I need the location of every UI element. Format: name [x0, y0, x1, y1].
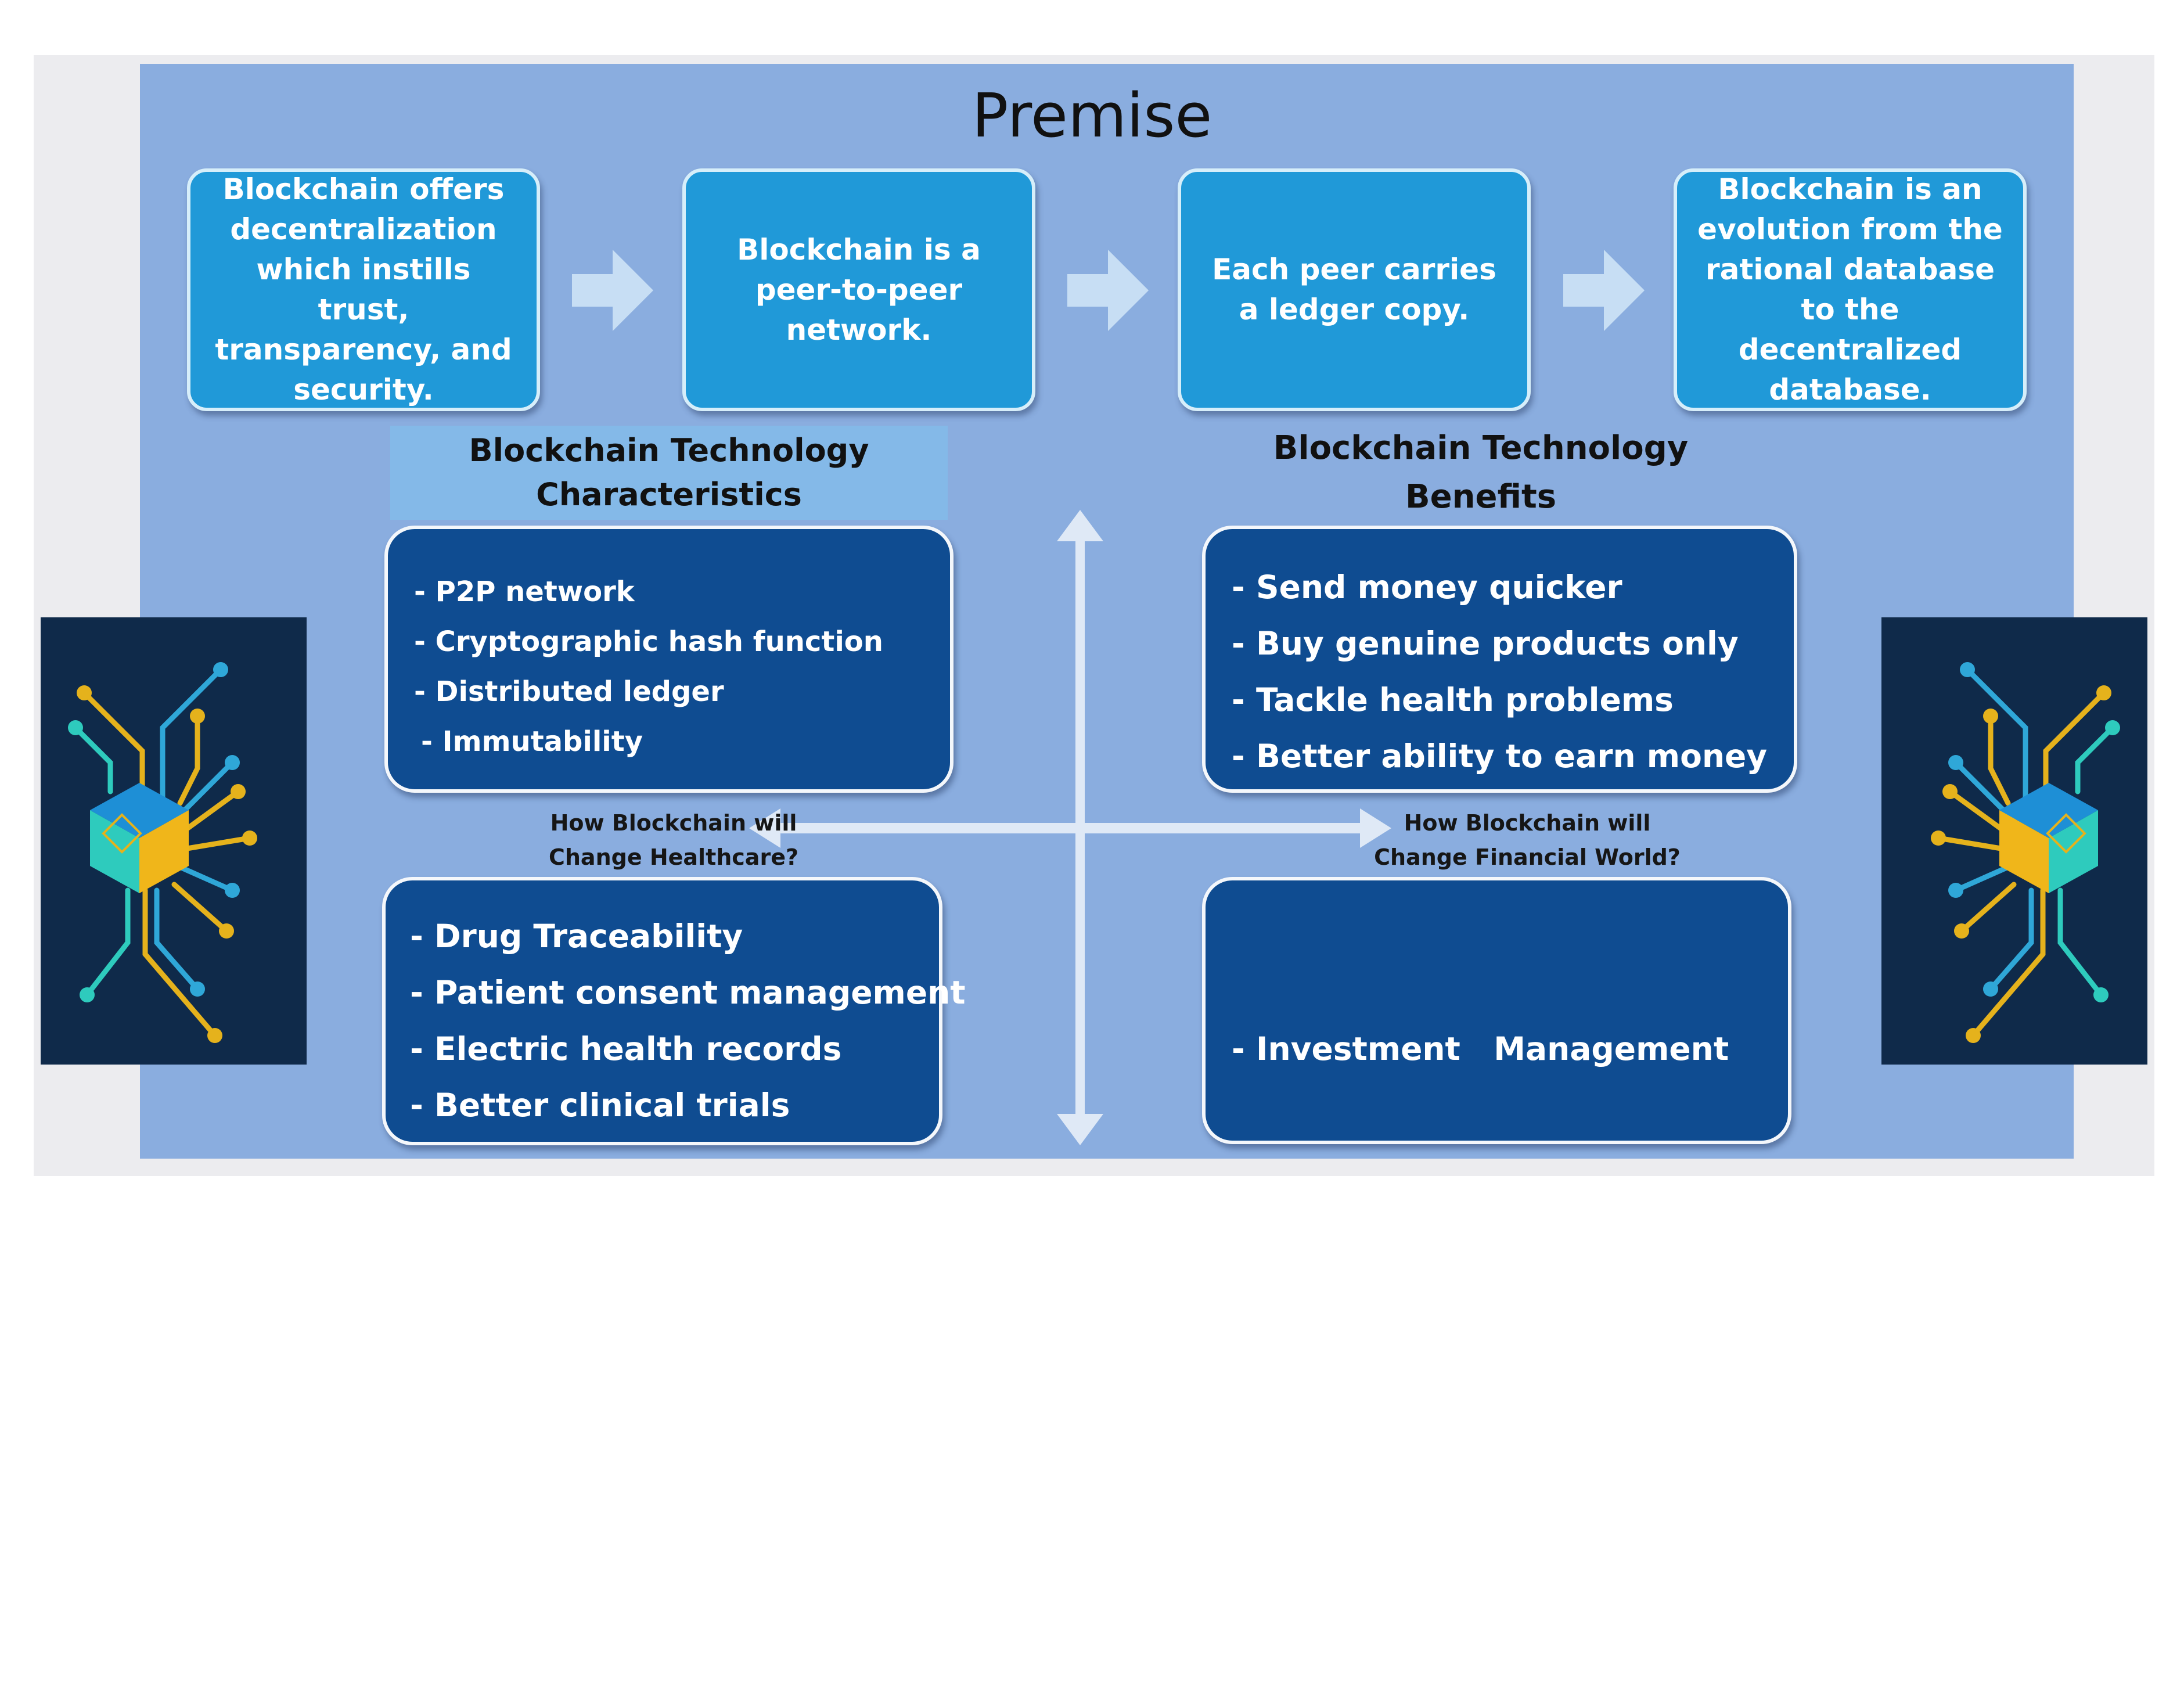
premise-box-evolution: Blockchain is an evolution from the rati…: [1674, 168, 2027, 411]
list-item: - Drug Traceability: [410, 918, 743, 955]
list-item: - Cryptographic hash function: [414, 625, 883, 658]
list-item: - Better clinical trials: [410, 1087, 790, 1124]
list-item: - Patient consent management: [410, 974, 966, 1011]
premise-box-decentralization: Blockchain offers decentralization which…: [187, 168, 540, 411]
list-item: - Banking and Iending: [1232, 1537, 1628, 1574]
list-item: - Distributed ledger: [414, 675, 724, 708]
right-arrow-icon: [1067, 250, 1149, 331]
financial-label: How Blockchain will Change Financial Wor…: [1324, 806, 1730, 875]
list-item: - Better ability to earn money: [1232, 738, 1768, 775]
list-item: - Insurance: [1232, 1199, 1433, 1236]
characteristics-heading-line1: Blockchain Technology: [469, 432, 869, 469]
financial-label-line1: How Blockchain will: [1404, 810, 1651, 836]
blockchain-circuit-cube-icon: [1881, 617, 2147, 1065]
premise-box-peer-network: Blockchain is a peer-to-peer network.: [682, 168, 1035, 411]
characteristics-heading: Blockchain Technology Characteristics: [390, 429, 948, 516]
benefits-heading-line2: Benefits: [1405, 478, 1557, 516]
financial-label-line2: Change Financial World?: [1374, 844, 1681, 870]
characteristics-heading-line2: Characteristics: [536, 476, 802, 513]
healthcare-box: - Drug Traceability - Patient consent ma…: [382, 877, 966, 1145]
list-item: - Send money quicker: [1232, 569, 1622, 606]
list-item: - Immutability: [421, 725, 643, 758]
list-item: - Buy genuine products only: [1232, 625, 1739, 662]
page-title: Premise: [972, 80, 1212, 151]
right-arrow-icon: [572, 250, 653, 331]
healthcare-label-line2: Change Healthcare?: [548, 844, 799, 870]
benefits-heading-line1: Blockchain Technology: [1273, 429, 1689, 467]
healthcare-label: How Blockchain will Change Healthcare?: [494, 806, 854, 875]
list-item: - P2P network: [414, 576, 635, 608]
list-item: - Trade Finance: [1232, 1368, 1508, 1405]
financial-box: - Investment Management - Insurance - Tr…: [1202, 877, 1791, 1574]
blockchain-circuit-cube-icon: [41, 617, 307, 1065]
list-item: - Investment Management: [1232, 1030, 1729, 1067]
list-item: - Electric health records: [410, 1030, 842, 1067]
list-item: - Tackle health problems: [1232, 681, 1674, 718]
quadrant-axes: [749, 510, 1391, 1145]
healthcare-label-line1: How Blockchain will: [550, 810, 797, 836]
benefits-heading: Blockchain Technology Benefits: [1231, 424, 1730, 522]
premise-box-ledger-copy: Each peer carries a ledger copy.: [1178, 168, 1531, 411]
right-arrow-icon: [1563, 250, 1645, 331]
characteristics-heading-bg: [390, 426, 948, 520]
benefits-box: - Send money quicker - Buy genuine produ…: [1202, 526, 1797, 793]
characteristics-box: - P2P network - Cryptographic hash funct…: [384, 526, 954, 793]
